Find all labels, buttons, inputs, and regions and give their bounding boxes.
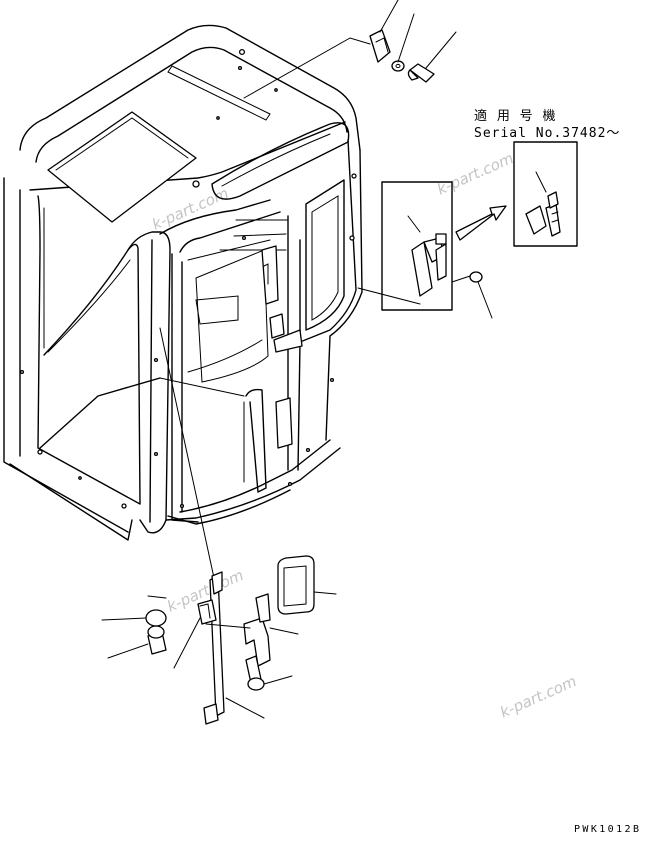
lower-washer	[145, 609, 167, 627]
new-latch	[525, 205, 547, 235]
lower-parts	[101, 327, 337, 725]
applicable-serial-heading: 適 用 号 機	[474, 108, 556, 124]
support-rod	[209, 575, 225, 717]
screw	[469, 271, 483, 283]
top-bolt	[409, 63, 435, 83]
watermark-2: k-part.com	[434, 149, 516, 199]
latch-bracket	[411, 241, 433, 297]
drawing-code: PWK1012B	[574, 824, 641, 835]
detail-box-current	[357, 181, 493, 319]
mount-bracket	[369, 29, 391, 63]
top-mount-parts	[243, 0, 457, 99]
rivets	[19, 48, 357, 509]
serial-number-label: Serial No.37482～	[474, 126, 620, 141]
arrow-icon	[455, 205, 507, 241]
rod-clip	[197, 599, 217, 625]
mirror-plate	[277, 555, 315, 615]
operator-cab	[3, 24, 363, 541]
watermark-4: k-part.com	[497, 672, 579, 722]
detail-box-new	[513, 141, 578, 247]
watermark-1: k-part.com	[149, 184, 231, 234]
